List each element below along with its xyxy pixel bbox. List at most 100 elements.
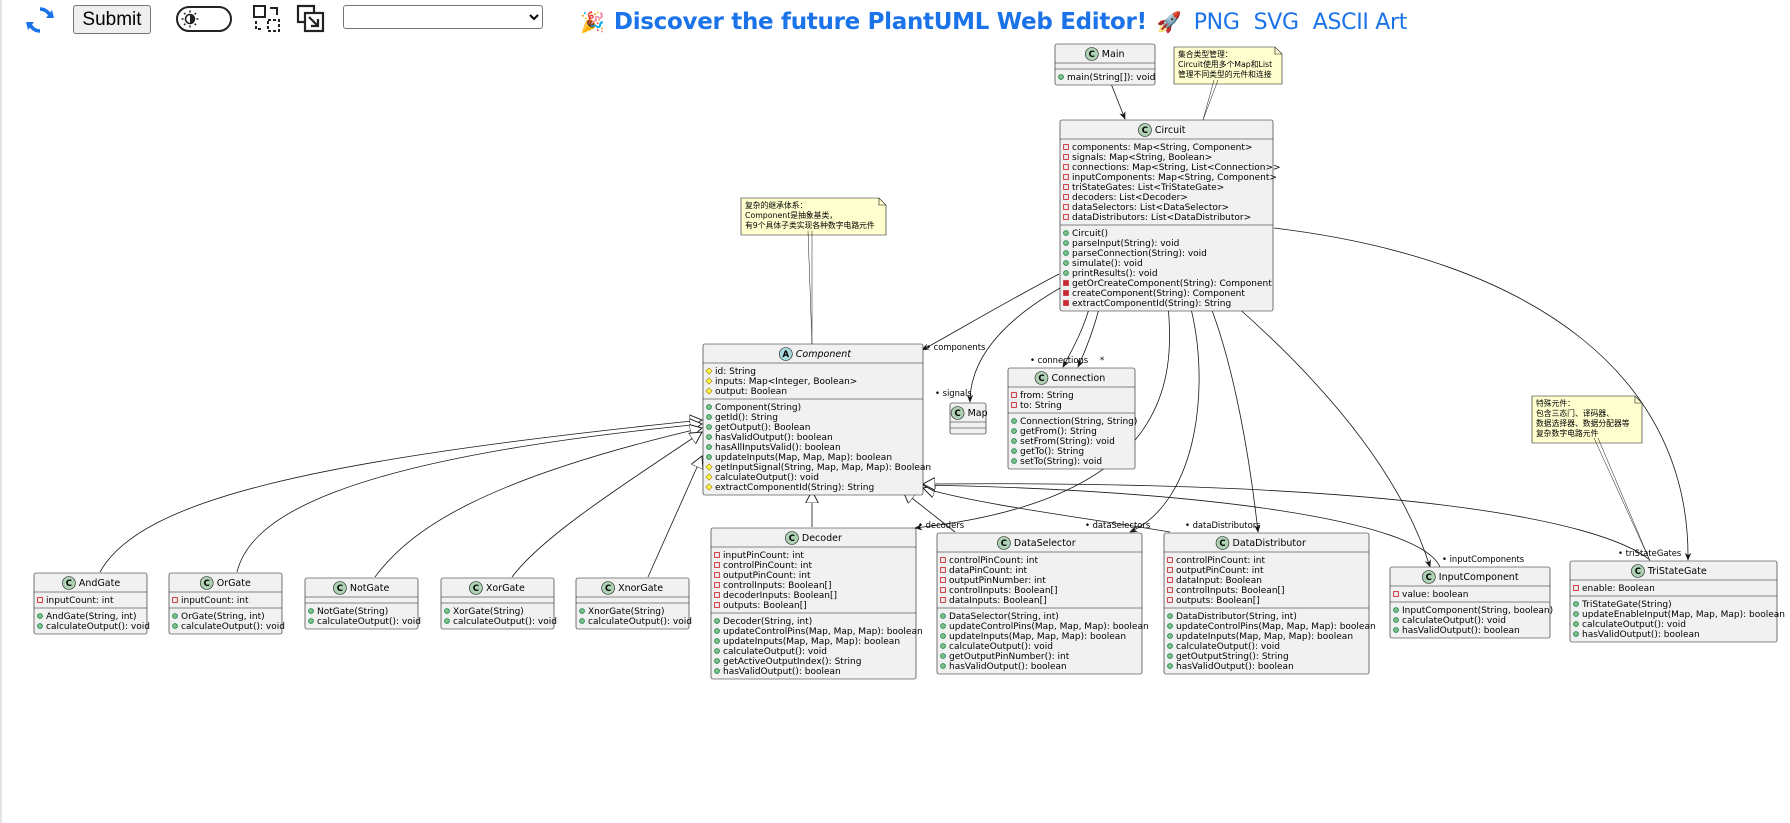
class-method: getOutputPinNumber(): int — [949, 652, 1070, 662]
class-type-icon — [1215, 536, 1230, 550]
visibility-icon — [1573, 611, 1579, 617]
visibility-icon — [714, 572, 720, 578]
note-line: Component是抽象基类， — [745, 210, 837, 220]
visibility-icon — [37, 623, 43, 629]
ascii-link[interactable]: ASCII Art — [1312, 9, 1408, 35]
class-notgate[interactable]: NotGateCNotGate(String)calculateOutput()… — [304, 577, 421, 630]
class-method: hasValidOutput(): boolean — [1402, 626, 1520, 636]
theme-toggle[interactable] — [176, 6, 232, 32]
class-method: calculateOutput(): void — [588, 617, 692, 627]
note-fold — [878, 198, 886, 206]
edge-label-dataSelectors: • dataSelectors — [1085, 520, 1150, 530]
class-field: controlInputs: Boolean[] — [1176, 586, 1285, 596]
note-box — [1173, 46, 1283, 85]
class-method: calculateOutput(): void — [317, 617, 421, 627]
class-box — [33, 572, 148, 635]
diagram-select[interactable] — [343, 5, 543, 29]
class-method: getId(): String — [715, 413, 778, 423]
note-connector — [1593, 437, 1651, 562]
editor-left-border — [0, 0, 2, 823]
class-type-letter: C — [605, 584, 611, 594]
visibility-icon — [940, 653, 946, 659]
discover-link[interactable]: Discover the future PlantUML Web Editor! — [613, 9, 1147, 35]
class-method: updateControlPins(Map, Map, Map): boolea… — [723, 627, 923, 637]
class-method: hasValidOutput(): boolean — [723, 667, 841, 677]
sun-icon — [181, 10, 199, 28]
visibility-icon — [1063, 230, 1069, 236]
visibility-icon — [1393, 617, 1399, 623]
edge-datadistributor-component — [923, 488, 1171, 533]
class-method: hasValidOutput(): boolean — [949, 662, 1067, 672]
class-type-letter: C — [789, 534, 795, 544]
visibility-icon — [1011, 448, 1017, 454]
png-link[interactable]: PNG — [1193, 9, 1240, 35]
class-box — [710, 527, 917, 680]
edge-tristategates — [1273, 227, 1692, 561]
edge-inputcomponent-component — [923, 485, 1441, 568]
class-field: inputComponents: Map<String, Component> — [1072, 173, 1277, 183]
class-method: DataDistributor(String, int) — [1176, 612, 1297, 622]
note-connector — [1202, 79, 1219, 121]
class-method: printResults(): void — [1072, 269, 1158, 279]
visibility-icon — [1058, 74, 1064, 80]
class-method: main(String[]): void — [1067, 73, 1155, 83]
visibility-icon — [172, 613, 178, 619]
class-method: updateControlPins(Map, Map, Map): boolea… — [1176, 622, 1376, 632]
class-field: decoders: List<Decoder> — [1072, 193, 1188, 203]
class-field: signals: Map<String, Boolean> — [1072, 153, 1212, 163]
visibility-icon — [37, 597, 43, 603]
class-xnorgate[interactable]: XnorGateCXnorGate(String)calculateOutput… — [575, 577, 692, 630]
class-field: dataSelectors: List<DataSelector> — [1072, 203, 1229, 213]
rocket-icon: 🚀 — [1156, 10, 1182, 34]
class-name: Map — [968, 408, 988, 419]
class-type-letter: C — [204, 579, 210, 589]
svg-link[interactable]: SVG — [1253, 9, 1299, 35]
submit-button[interactable]: Submit — [73, 5, 151, 34]
visibility-icon — [1011, 392, 1017, 398]
visibility-icon — [1063, 144, 1069, 150]
visibility-icon — [1167, 613, 1173, 619]
class-name: XnorGate — [618, 583, 663, 594]
visibility-icon — [940, 633, 946, 639]
edge-label-inputComponents: • inputComponents — [1442, 554, 1524, 564]
visibility-icon — [714, 552, 720, 558]
visibility-icon — [714, 648, 720, 654]
edge-datadistributors — [1209, 304, 1261, 533]
note-line: 有9个具体子类实现各种数字电路元件 — [745, 220, 875, 230]
swap-layout-icon[interactable] — [252, 4, 282, 34]
class-name: Circuit — [1155, 125, 1186, 136]
class-field: to: String — [1020, 401, 1062, 411]
class-field: inputCount: int — [181, 596, 249, 606]
class-field: value: boolean — [1402, 590, 1468, 600]
class-method: hasValidOutput(): boolean — [715, 433, 833, 443]
note-inheritance: 复杂的继承体系：Component是抽象基类，有9个具体子类实现各种数字电路元件 — [740, 197, 887, 236]
refresh-icon[interactable] — [24, 4, 56, 36]
copy-diagram-icon[interactable] — [296, 4, 326, 34]
visibility-icon — [940, 623, 946, 629]
promo-banner: 🎉 Discover the future PlantUML Web Edito… — [580, 6, 1421, 38]
class-box — [936, 532, 1143, 675]
class-xorgate[interactable]: XorGateCXorGate(String)calculateOutput()… — [440, 577, 557, 630]
class-field: outputPinNumber: int — [949, 576, 1046, 586]
class-method: parseInput(String): void — [1072, 239, 1179, 249]
class-method: getFrom(): String — [1020, 427, 1097, 437]
visibility-icon — [940, 663, 946, 669]
class-method: AndGate(String, int) — [46, 612, 136, 622]
class-box — [440, 577, 555, 630]
class-field: components: Map<String, Component> — [1072, 143, 1252, 153]
class-field: outputPinCount: int — [1176, 566, 1264, 576]
edge-dataselector-component — [903, 491, 956, 533]
